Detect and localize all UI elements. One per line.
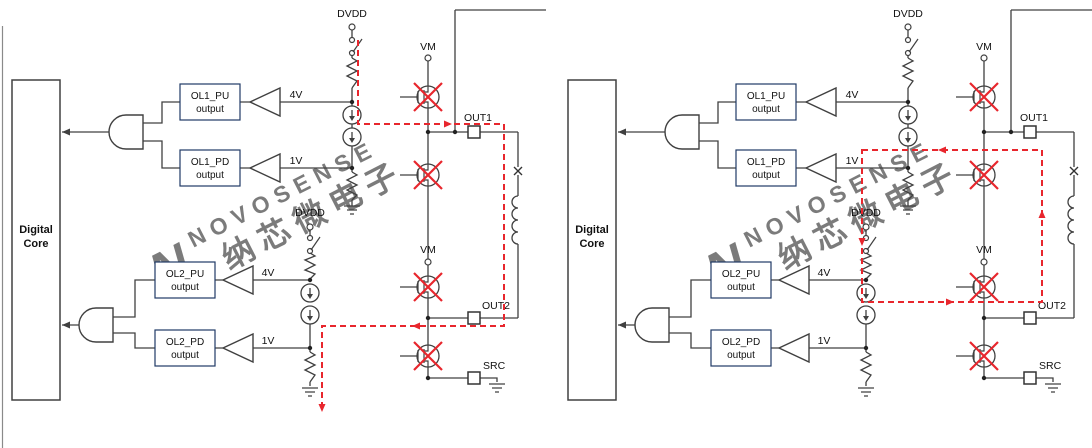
fault-x-icon xyxy=(413,272,443,302)
ground-icon xyxy=(302,387,318,397)
comparator-icon xyxy=(248,86,281,118)
ol2-pu-sublabel: output xyxy=(171,282,199,293)
and-gate-icon xyxy=(108,114,144,150)
ground-icon xyxy=(344,205,360,215)
ol2-pu-output-box: OL2_PU output xyxy=(154,261,216,299)
and-gate-icon xyxy=(78,307,114,343)
ol2-pd-sublabel: output xyxy=(171,350,199,361)
ol1-pu-sublabel: output xyxy=(196,104,224,115)
switch-icon xyxy=(348,36,363,57)
ground-icon xyxy=(489,383,505,393)
core-input-arrow-icon xyxy=(62,321,70,329)
out1-label: OUT1 xyxy=(464,112,492,124)
threshold-4v-label: 4V xyxy=(262,267,275,279)
ol2-pd-label: OL2_PD xyxy=(166,337,204,348)
vm-terminal xyxy=(424,54,432,62)
half-bridge-circuit: N NOVOSENSE 纳芯微电子 Digital Core OL1_PU o xyxy=(11,8,546,401)
fault-x-icon xyxy=(413,82,443,112)
resistor-icon xyxy=(303,351,317,383)
dvdd-label: DVDD xyxy=(337,8,367,20)
core-input-arrow-icon xyxy=(62,128,70,136)
vm-label: VM xyxy=(420,41,436,53)
out2-pad xyxy=(467,311,481,325)
half-bridge-circuit xyxy=(566,6,1092,402)
out1-pad xyxy=(467,125,481,139)
inductor-icon xyxy=(511,195,519,245)
comparator-icon xyxy=(221,332,254,364)
digital-core-label-2: Core xyxy=(23,238,48,250)
current-source-icon xyxy=(342,127,362,147)
circuit-wires xyxy=(62,9,546,386)
src-pad xyxy=(467,371,481,385)
resistor-icon xyxy=(345,57,359,89)
src-label: SRC xyxy=(483,360,506,372)
open-load-break-icon xyxy=(513,166,523,176)
ol1-pd-label: OL1_PD xyxy=(191,157,229,168)
threshold-4v-label: 4V xyxy=(290,89,303,101)
resistor-icon xyxy=(303,252,317,280)
current-source-icon xyxy=(342,105,362,125)
vm-label: VM xyxy=(420,244,436,256)
dvdd-terminal xyxy=(348,23,356,31)
ol1-pd-sublabel: output xyxy=(196,170,224,181)
digital-core-label-1: Digital xyxy=(19,224,53,236)
current-source-icon xyxy=(300,305,320,325)
dvdd-label: DVDD xyxy=(295,207,325,219)
right-diagram xyxy=(566,6,1092,402)
left-diagram: N NOVOSENSE 纳芯微电子 Digital Core OL1_PU o xyxy=(11,8,546,412)
current-source-icon xyxy=(300,283,320,303)
comparator-icon xyxy=(221,264,254,296)
resistor-icon xyxy=(345,171,359,201)
fault-x-icon xyxy=(413,341,443,371)
digital-core-block: Digital Core xyxy=(11,79,61,401)
out2-label: OUT2 xyxy=(482,300,510,312)
junction-dots xyxy=(307,99,458,381)
ol1-pd-output-box: OL1_PD output xyxy=(179,149,241,187)
ol1-pu-output-box: OL1_PU output xyxy=(179,83,241,121)
fault-current-path-left xyxy=(318,40,505,412)
dvdd-terminal xyxy=(306,223,314,231)
ol2-pd-output-box: OL2_PD output xyxy=(154,329,216,367)
comparator-icon xyxy=(248,152,281,184)
fault-current-loop-right xyxy=(858,146,1046,306)
threshold-1v-label: 1V xyxy=(262,335,275,347)
ol2-pu-label: OL2_PU xyxy=(166,269,204,280)
ol1-pu-label: OL1_PU xyxy=(191,91,229,102)
switch-icon xyxy=(306,234,321,255)
threshold-1v-label: 1V xyxy=(290,155,303,167)
vm-terminal xyxy=(424,258,432,266)
fault-x-icon xyxy=(413,160,443,190)
